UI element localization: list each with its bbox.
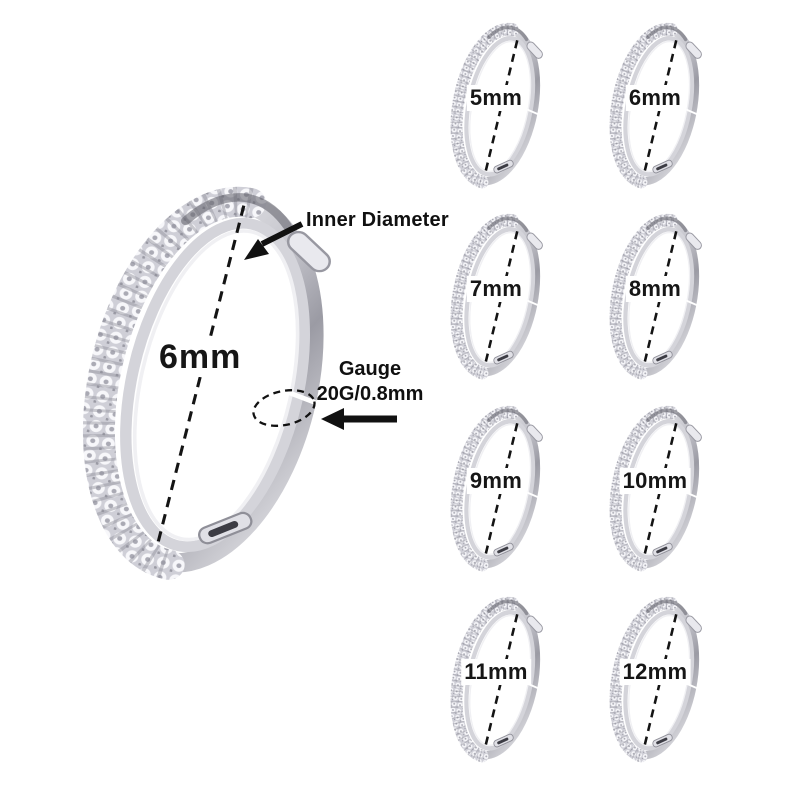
gauge-label-line1: Gauge (338, 358, 402, 380)
main-ring-figure: 6mm (68, 168, 342, 598)
diameter-dashed-line (642, 614, 678, 749)
diameter-dashed-line (155, 205, 246, 547)
size-label: 9mm (466, 468, 526, 494)
ring-thumbnail-8mm: 8mm (604, 206, 706, 387)
gauge-label-line2: 20G/0.8mm (316, 383, 424, 405)
diameter-dashed-line (483, 423, 519, 558)
ring-image (604, 206, 706, 387)
diameter-dashed-line (483, 40, 519, 175)
size-label: 6mm (625, 85, 685, 111)
ring-thumbnail-7mm: 7mm (445, 206, 547, 387)
ring-thumbnail-9mm: 9mm (445, 398, 547, 579)
ring-thumbnail-5mm: 5mm (445, 15, 547, 196)
ring-image (445, 206, 547, 387)
diameter-dashed-line (483, 614, 519, 749)
ring-thumbnail-12mm: 12mm (604, 589, 706, 770)
ring-thumbnail-6mm: 6mm (604, 15, 706, 196)
inner-diameter-label: Inner Diameter (306, 209, 449, 231)
gauge-label: Gauge 20G/0.8mm (300, 357, 440, 407)
diameter-dashed-line (642, 423, 678, 558)
size-label: 5mm (466, 85, 526, 111)
ring-image (445, 15, 547, 196)
main-size-label: 6mm (156, 338, 245, 377)
diameter-dashed-line (642, 40, 678, 175)
size-label: 7mm (466, 276, 526, 302)
ring-image (604, 15, 706, 196)
main-ring-image (68, 168, 342, 598)
ring-image (604, 589, 706, 770)
ring-thumbnail-10mm: 10mm (604, 398, 706, 579)
ring-image (445, 589, 547, 770)
size-label: 10mm (619, 468, 691, 494)
diameter-dashed-line (642, 231, 678, 366)
size-label: 11mm (461, 659, 531, 685)
size-label: 8mm (625, 276, 685, 302)
ring-image (445, 398, 547, 579)
diameter-dashed-line (483, 231, 519, 366)
ring-thumbnail-11mm: 11mm (445, 589, 547, 770)
size-label: 12mm (619, 659, 691, 685)
ring-image (604, 398, 706, 579)
